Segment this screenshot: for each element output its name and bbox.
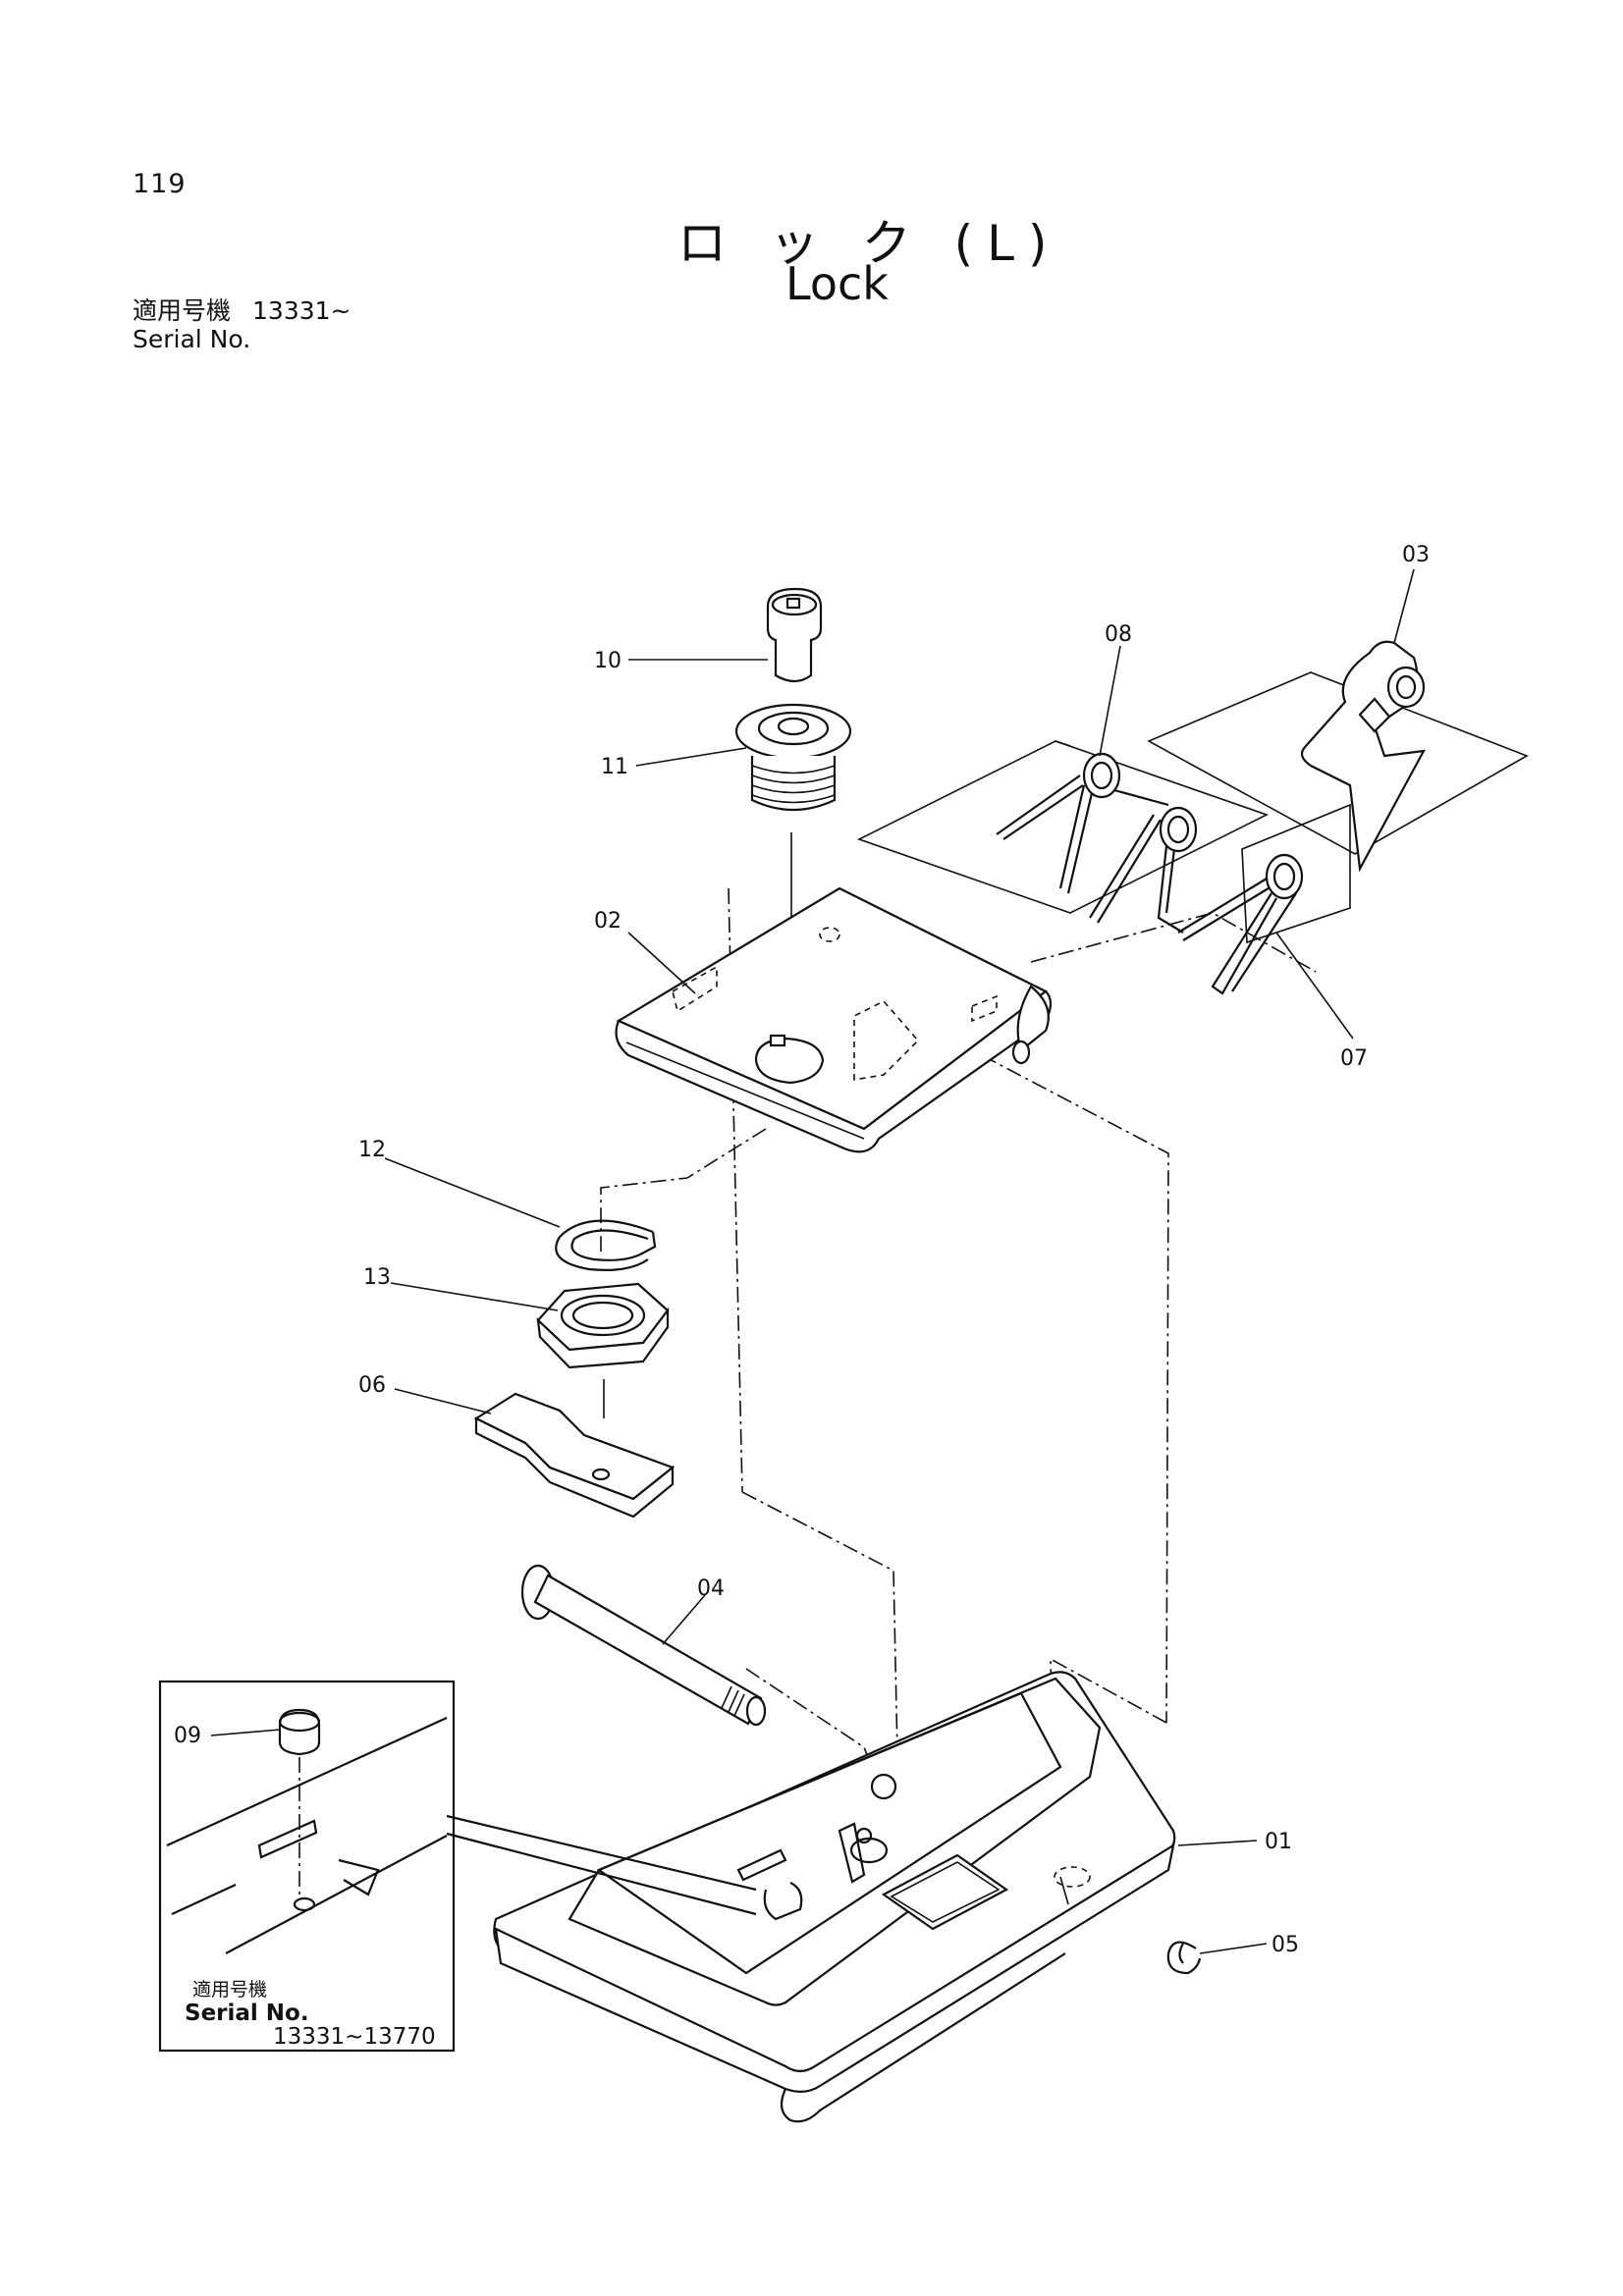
label-part-03: 03 bbox=[1402, 543, 1430, 567]
part-04-pin bbox=[520, 1564, 767, 1727]
part-01-base-bracket bbox=[493, 1671, 1176, 2123]
label-part-08: 08 bbox=[1105, 622, 1132, 647]
part-06-cam-plate bbox=[473, 1392, 676, 1519]
label-part-02: 02 bbox=[594, 909, 622, 934]
label-part-04: 04 bbox=[697, 1576, 725, 1601]
serial-info: 適用号機 13331~ Serial No. bbox=[133, 296, 352, 353]
label-part-07: 07 bbox=[1340, 1046, 1368, 1071]
part-labels: 10 11 02 12 13 06 04 03 08 07 01 05 09 bbox=[174, 543, 1430, 1957]
page-title-japanese: ロ ッ ク (L) bbox=[677, 215, 1061, 272]
label-part-12: 12 bbox=[358, 1138, 386, 1162]
part-08-torsion-spring bbox=[996, 752, 1169, 894]
inset-detail: 適用号機 Serial No. 13331~13770 bbox=[158, 1680, 757, 2053]
label-part-11: 11 bbox=[601, 755, 628, 779]
part-03-latch-hook bbox=[1300, 640, 1426, 873]
inset-serial-range: 13331~13770 bbox=[273, 2024, 436, 2050]
part-02-lock-plate bbox=[615, 886, 1053, 1153]
part-12-snap-ring bbox=[555, 1219, 657, 1271]
serial-row-japanese: 適用号機 13331~ bbox=[133, 296, 352, 325]
serial-label-english: Serial No. bbox=[133, 325, 251, 353]
part-07-torsion-spring-middle bbox=[1089, 806, 1198, 934]
leader-lines bbox=[210, 568, 1415, 1954]
label-part-13: 13 bbox=[363, 1265, 391, 1290]
part-10-key-cylinder bbox=[766, 587, 823, 683]
page-number: 119 bbox=[133, 169, 187, 199]
label-part-09: 09 bbox=[174, 1724, 201, 1748]
label-part-10: 10 bbox=[594, 649, 622, 673]
spring-guide-frames bbox=[856, 671, 1529, 944]
serial-label-japanese: 適用号機 bbox=[133, 296, 232, 325]
inset-serial-label-english: Serial No. bbox=[185, 2001, 309, 2026]
part-07-torsion-spring bbox=[1177, 853, 1304, 995]
label-part-06: 06 bbox=[358, 1373, 386, 1398]
serial-range: 13331~ bbox=[252, 296, 352, 325]
part-11-threaded-bushing bbox=[734, 703, 852, 812]
label-part-05: 05 bbox=[1271, 1933, 1299, 1957]
inset-serial-label-japanese: 適用号機 bbox=[192, 1979, 267, 2001]
page-title-english: Lock bbox=[785, 257, 889, 310]
part-05-e-ring bbox=[1166, 1941, 1202, 1975]
label-part-01: 01 bbox=[1265, 1830, 1292, 1854]
part-13-hex-nut bbox=[536, 1282, 670, 1369]
